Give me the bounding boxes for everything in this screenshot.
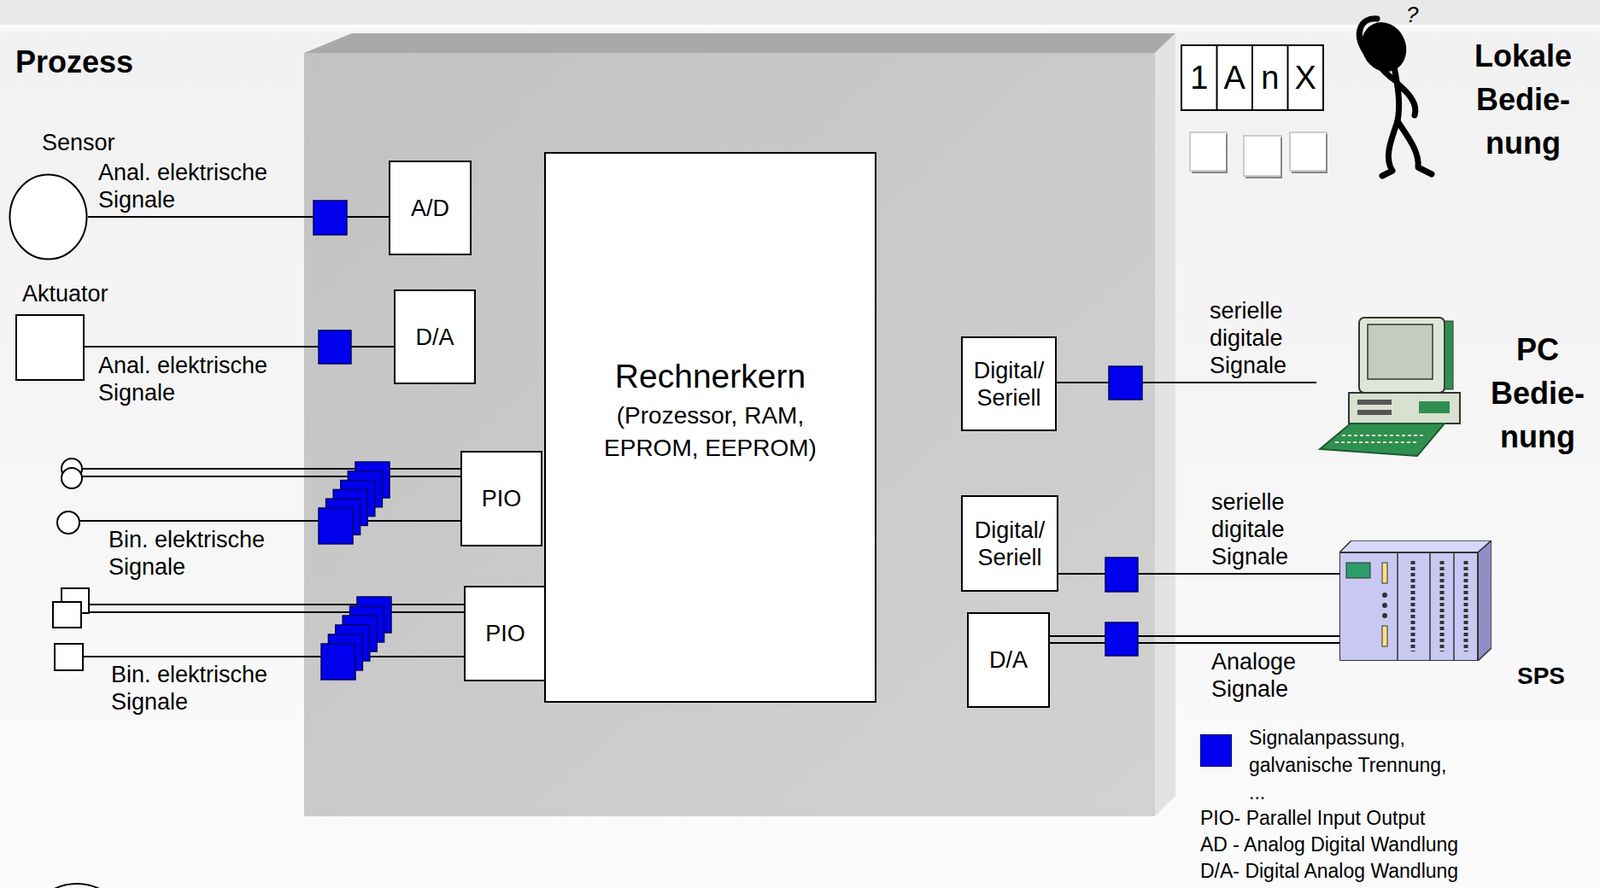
signal-label: Anal. elektrische Signale <box>98 351 278 407</box>
diagram-title: Prozess <box>15 44 134 81</box>
converter-box: D/A <box>393 289 476 385</box>
abbreviation-note: AD - Analog Digital Wandlung <box>1200 832 1459 857</box>
node-text: PIO <box>482 620 528 648</box>
housing-front <box>304 52 1155 817</box>
abbreviation-note: D/A- Digital Analog Wandlung <box>1200 859 1459 884</box>
node-text: PIO <box>479 485 525 513</box>
converter-box: Digital/ Seriell <box>961 495 1059 592</box>
text-label: ? <box>1406 1 1419 28</box>
keypad-character: X <box>1288 45 1325 111</box>
text-label: Bin. elektrische Signale <box>111 661 291 716</box>
node-text: Rechnerkern <box>615 357 806 397</box>
binary-actuator-symbols <box>52 588 89 671</box>
node-subtext: (Prozessor, RAM, EPROM, EEPROM) <box>582 399 839 465</box>
computer-core-box: Rechnerkern(Prozessor, RAM, EPROM, EEPRO… <box>544 152 877 704</box>
node-text: D/A <box>412 323 457 352</box>
sensor-circle: Sensor <box>8 173 88 261</box>
legend-swatch <box>1200 734 1232 768</box>
converter-box: A/D <box>388 160 472 256</box>
keypad-character: A <box>1217 45 1254 111</box>
housing-top <box>304 33 1176 53</box>
keypad-character: 1 <box>1181 45 1218 111</box>
plc-unit: SPS <box>1339 540 1492 662</box>
plc-icon <box>1339 540 1492 662</box>
converter-box: D/A <box>967 612 1050 709</box>
converter-box: Digital/ Seriell <box>961 336 1057 432</box>
pc-operation: PC Bedie- nung <box>1316 316 1470 460</box>
signal-line <box>1049 636 1340 644</box>
node-text: Sensor <box>41 128 116 157</box>
text-label: Lokale Bedie- nung <box>1459 34 1588 165</box>
converter-box: PIO <box>460 451 543 547</box>
signal-label: Anal. elektrische Signale <box>98 158 278 214</box>
binary-wires <box>79 468 464 657</box>
adapter-square <box>318 508 353 545</box>
stick-figure <box>1357 18 1432 176</box>
signal-line <box>1058 573 1340 575</box>
signal-label: Analoge Signale <box>1211 648 1307 704</box>
keypad-keys <box>1189 132 1327 178</box>
node-text: Digital/ Seriell <box>962 357 1055 412</box>
signal-label: serielle digitale Signale <box>1211 488 1307 571</box>
university-seal <box>25 884 129 888</box>
circle-outline <box>8 173 88 261</box>
node-text: Digital/ Seriell <box>962 516 1057 572</box>
signal-line <box>1056 381 1317 384</box>
node-text: SPS <box>1517 662 1565 692</box>
signal-label: serielle digitale Signale <box>1209 297 1306 380</box>
adapter-square <box>321 644 356 680</box>
pc-icon <box>1316 316 1470 460</box>
binary-sensor-symbols <box>57 458 83 534</box>
node-text: D/A <box>986 646 1031 674</box>
keypad-character: n <box>1252 45 1289 111</box>
node-text: PC Bedie- nung <box>1475 328 1600 459</box>
actuator-box: Aktuator <box>15 314 85 381</box>
converter-box: PIO <box>463 586 547 682</box>
legend-text: Signalanpassung, galvanische Trennung, .… <box>1248 724 1459 807</box>
node-text: Aktuator <box>22 280 109 308</box>
node-text: A/D <box>408 194 452 223</box>
text-label: Bin. elektrische Signale <box>108 526 288 581</box>
abbreviation-note: PIO- Parallel Input Output <box>1200 806 1425 831</box>
signal-adapter-stacks <box>318 462 392 680</box>
housing-side <box>1154 33 1176 817</box>
keypad <box>1181 45 1324 111</box>
